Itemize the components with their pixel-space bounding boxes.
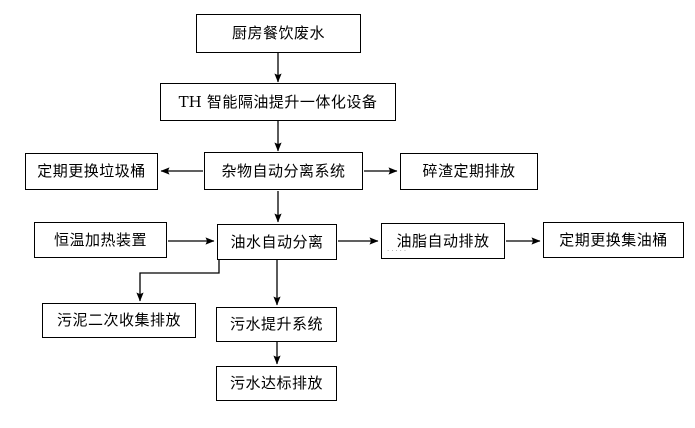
node-constant-temp-heater-label: 恒温加热装置 [53, 230, 147, 249]
node-sewage-standard-discharge[interactable]: 污水达标排放 [216, 366, 337, 401]
node-constant-temp-heater[interactable]: 恒温加热装置 [34, 222, 167, 258]
node-debris-auto-separation[interactable]: 杂物自动分离系统 [204, 152, 363, 190]
node-sewage-lifting-system-label: 污水提升系统 [229, 315, 323, 334]
node-th-integrated-equipment-label: TH 智能隔油提升一体化设备 [178, 92, 378, 111]
node-sludge-secondary-collection[interactable]: 污泥二次收集排放 [42, 303, 196, 338]
node-replace-trash-bin[interactable]: 定期更换垃圾桶 [25, 153, 158, 190]
node-sewage-lifting-system[interactable]: 污水提升系统 [216, 307, 337, 342]
node-grease-auto-discharge-smudge-mark: ····· [387, 247, 409, 255]
node-debris-auto-separation-label: 杂物自动分离系统 [221, 161, 346, 180]
node-oil-water-auto-separation-label: 油水自动分离 [230, 232, 324, 251]
node-sludge-secondary-collection-label: 污泥二次收集排放 [56, 311, 181, 330]
node-replace-oil-drum-label: 定期更换集油桶 [559, 230, 668, 249]
node-th-integrated-equipment[interactable]: TH 智能隔油提升一体化设备 [160, 83, 396, 121]
node-slag-scheduled-discharge[interactable]: 碎渣定期排放 [400, 153, 538, 190]
node-sewage-standard-discharge-label: 污水达标排放 [229, 374, 323, 393]
node-grease-auto-discharge-label: 油脂自动排放 [396, 231, 490, 250]
node-kitchen-wastewater[interactable]: 厨房餐饮废水 [196, 14, 361, 53]
node-grease-auto-discharge[interactable]: 油脂自动排放 [381, 223, 505, 259]
node-replace-trash-bin-label: 定期更换垃圾桶 [37, 162, 146, 181]
edge-oil-water-to-sludge [136, 260, 220, 302]
node-th-integrated-equipment-prefix: TH [178, 92, 202, 111]
node-slag-scheduled-discharge-label: 碎渣定期排放 [422, 162, 516, 181]
node-oil-water-auto-separation[interactable]: 油水自动分离 [217, 224, 337, 260]
node-replace-oil-drum[interactable]: 定期更换集油桶 [543, 222, 684, 258]
node-kitchen-wastewater-label: 厨房餐饮废水 [231, 24, 325, 43]
